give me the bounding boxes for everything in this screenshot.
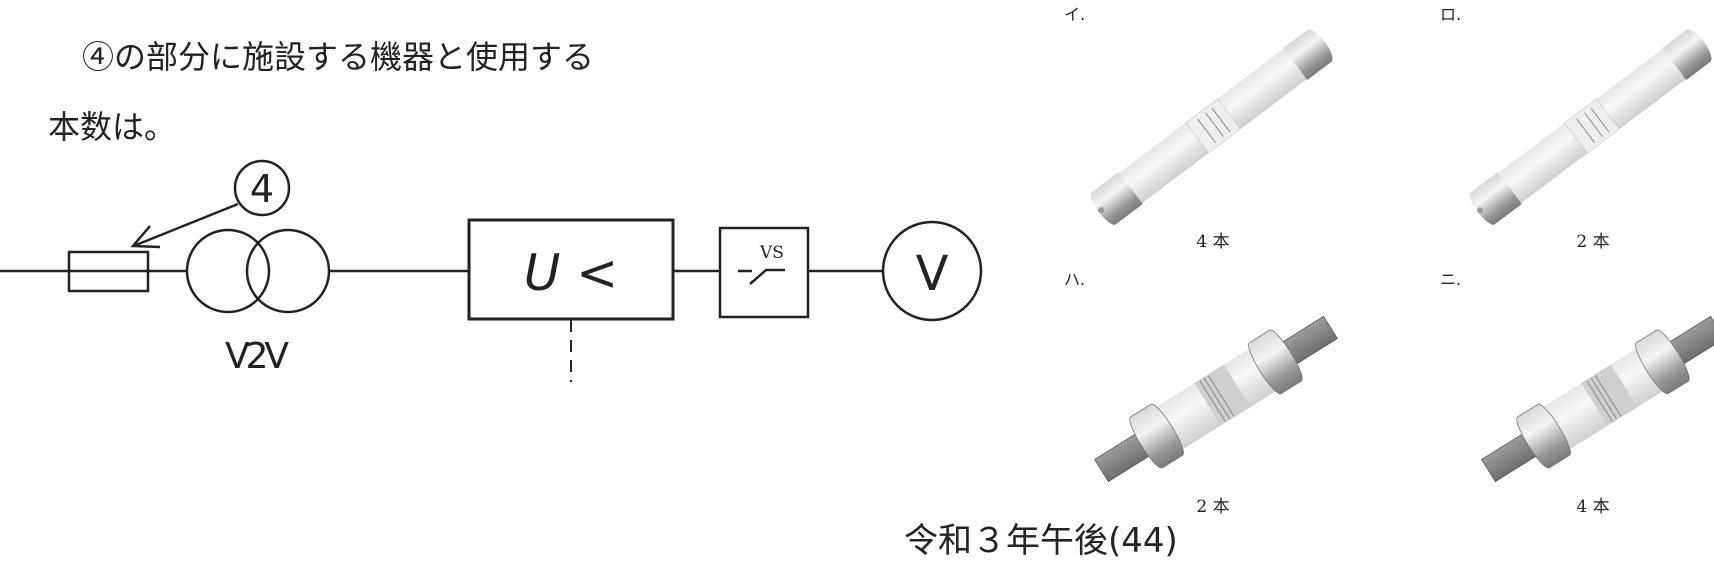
choice-count: 2 本 xyxy=(1196,497,1229,517)
question-text-line2: 本数は。 xyxy=(48,108,176,146)
fuse-symbol xyxy=(67,250,150,293)
single-line-diagram: 4 V2V U < VS V xyxy=(0,159,983,382)
marker-arrow-shaft xyxy=(135,202,239,247)
transformer-secondary-coil xyxy=(245,228,331,314)
choice-count: 4 本 xyxy=(1196,232,1229,252)
cartridge-fuse-image xyxy=(1086,25,1338,229)
voltmeter-label: V xyxy=(916,246,949,302)
undervoltage-relay-label: U < xyxy=(524,244,618,302)
exam-source-label: 令和３年午後(44) xyxy=(904,521,1178,561)
voltmeter-circle xyxy=(881,220,983,322)
choice-i[interactable]: イ. 4 本 xyxy=(1064,5,1338,252)
transformer-primary-coil xyxy=(185,228,271,314)
question-text-line1: ④の部分に施設する機器と使用する xyxy=(82,38,594,76)
choice-ha[interactable]: ハ. 2 本 xyxy=(1064,270,1347,517)
choice-count: 2 本 xyxy=(1576,232,1609,252)
switch-blade-icon xyxy=(749,268,785,285)
choice-ni[interactable]: ニ. 4 本 xyxy=(1440,270,1714,517)
choice-count: 4 本 xyxy=(1576,497,1609,517)
marker-label: 4 xyxy=(250,167,274,211)
transformer-label: V2V xyxy=(225,336,289,377)
choice-label: ニ. xyxy=(1440,270,1461,289)
cartridge-fuse-image xyxy=(1465,25,1714,229)
marker-arrowhead-icon xyxy=(130,225,161,249)
choice-label: イ. xyxy=(1064,5,1085,24)
choice-label: ロ. xyxy=(1440,5,1461,24)
marker-circle xyxy=(233,159,291,217)
blade-fuse-image xyxy=(1085,301,1347,497)
choice-label: ハ. xyxy=(1064,270,1085,289)
voltmeter-switch-box xyxy=(718,226,810,319)
blade-fuse-image xyxy=(1472,301,1714,497)
voltmeter-switch-label: VS xyxy=(759,243,784,263)
undervoltage-relay-box xyxy=(467,218,675,321)
choice-ro[interactable]: ロ. 2 本 xyxy=(1440,5,1714,252)
